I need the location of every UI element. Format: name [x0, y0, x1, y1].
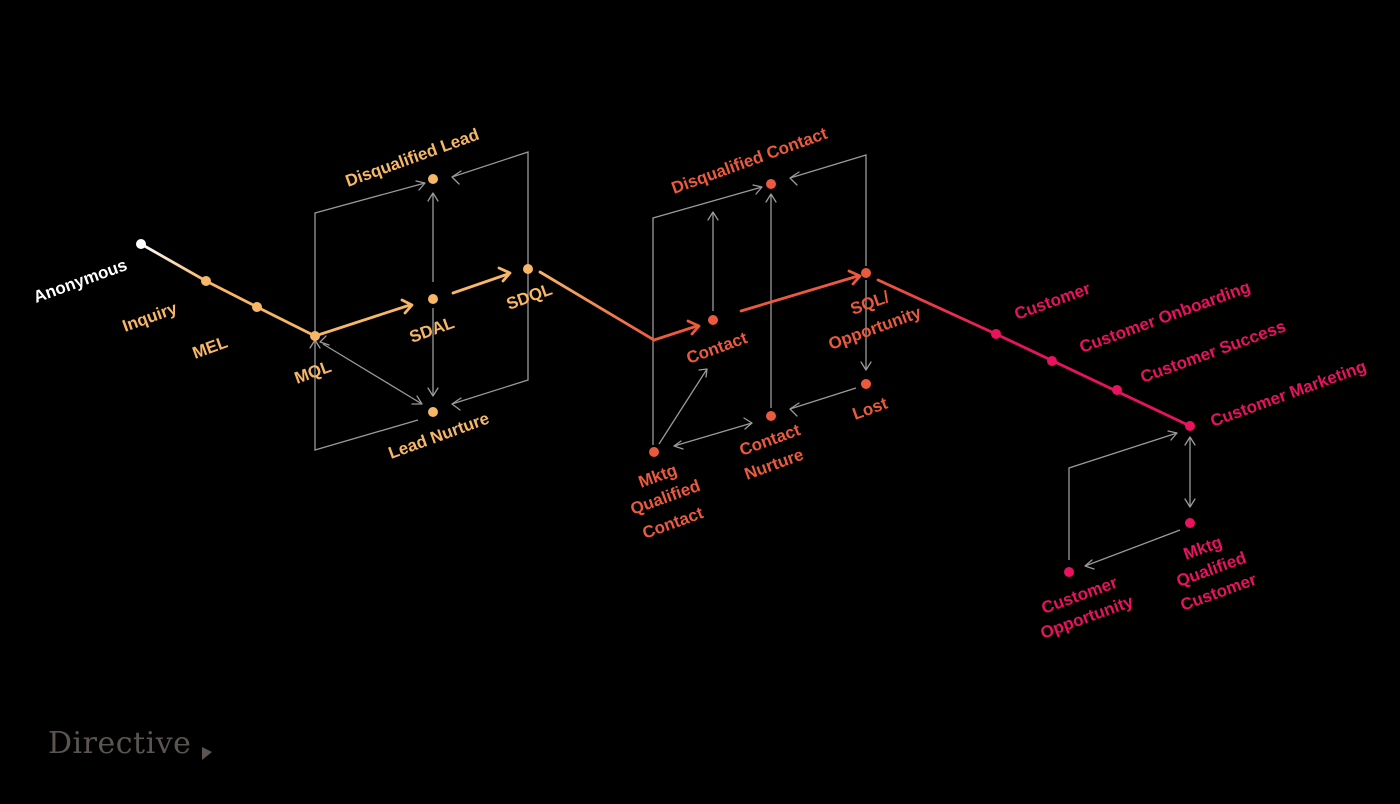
path-to-contact — [652, 324, 699, 342]
node-customer-marketing — [1185, 421, 1195, 431]
label-inquiry: Inquiry — [120, 298, 180, 335]
node-contact-nurture — [766, 411, 776, 421]
node-disqualified-lead — [428, 174, 438, 184]
connector-arrowheads — [309, 170, 1196, 570]
arrowhead — [860, 361, 872, 371]
node-lead-nurture — [428, 407, 438, 417]
connector-sql-to-disqualified-contact — [789, 154, 867, 266]
node-sql — [861, 268, 871, 278]
arrowhead — [1084, 559, 1095, 570]
node-inquiry — [201, 276, 211, 286]
node-mktg-qualified-contact — [649, 447, 659, 457]
arrowhead — [427, 387, 439, 397]
connector-mqc-contact-nurture — [673, 422, 753, 447]
connector-customer-opp-to-marketing — [1068, 432, 1178, 560]
node-customer-opportunity — [1064, 567, 1074, 577]
arrowhead — [743, 417, 753, 430]
path-sdql-contact-segment — [538, 270, 656, 342]
connector-mq-customer-to-customer-opp — [1084, 529, 1181, 567]
arrowhead — [698, 368, 708, 378]
arrowhead — [451, 397, 462, 411]
label-sdql: SDQL — [504, 280, 555, 314]
connector-lost-to-contact-nurture — [789, 387, 857, 410]
path-anonymous-inquiry — [139, 242, 208, 283]
path-mql-sdal — [313, 303, 412, 338]
logo-text: Directive — [48, 726, 191, 761]
label-lost: Lost — [850, 394, 891, 424]
path-customer-marketing — [994, 332, 1192, 428]
label-contact: Contact — [684, 328, 750, 368]
node-mel — [252, 302, 262, 312]
arrowhead — [319, 335, 330, 346]
path-contact-sql — [739, 274, 860, 313]
path-sdal-sdql — [451, 272, 510, 295]
arrowhead — [789, 402, 800, 417]
arrowhead — [427, 192, 439, 202]
arrowhead — [789, 171, 800, 186]
path-mel-mql — [255, 305, 317, 338]
connector-mqc-to-disqualified-contact — [652, 186, 763, 445]
label-anonymous: Anonymous — [31, 255, 130, 306]
node-contact — [708, 315, 718, 325]
arrowhead — [847, 269, 862, 286]
node-anonymous — [136, 239, 146, 249]
connector-mqc-to-contact — [658, 368, 708, 445]
arrowhead — [415, 180, 426, 191]
connector-lead-nurture-to-mql-box — [314, 340, 419, 451]
node-mktg-qualified-customer — [1185, 518, 1195, 528]
main-path — [139, 242, 1192, 428]
arrowhead — [497, 266, 512, 283]
label-customer: Customer — [1012, 279, 1093, 324]
arrowhead — [686, 319, 701, 336]
node-lost — [861, 379, 871, 389]
node-customer — [991, 329, 1001, 339]
label-disqualified-contact: Disqualified Contact — [669, 124, 830, 198]
arrowhead — [765, 193, 777, 203]
node-sdal — [428, 294, 438, 304]
arrowhead — [752, 184, 763, 195]
connector-sdql-to-lead-nurture — [451, 272, 529, 405]
arrowhead — [1184, 436, 1196, 446]
label-mql: MQL — [292, 357, 334, 388]
label-lead-nurture: Lead Nurture — [386, 409, 492, 463]
arrowhead — [451, 170, 462, 185]
path-inquiry-mel — [204, 279, 259, 309]
label-mel: MEL — [190, 333, 230, 363]
connector-sdql-to-disqualified-lead — [451, 151, 529, 269]
directive-logo: Directive — [48, 726, 212, 761]
label-customer-marketing: Customer Marketing — [1208, 357, 1369, 431]
node-sdql — [523, 264, 533, 274]
label-disqualified-lead: Disqualified Lead — [343, 125, 482, 191]
arrowhead — [1167, 430, 1178, 441]
arrowhead — [673, 440, 684, 450]
label-sdal: SDAL — [407, 313, 457, 347]
node-customer-onboarding — [1047, 356, 1057, 366]
arrowhead — [411, 395, 423, 405]
connector-mql-to-lead-nurture — [322, 343, 423, 405]
arrowhead — [1184, 498, 1196, 508]
logo-arrow-icon — [202, 747, 212, 760]
nodes — [136, 174, 1195, 577]
path-sql-customer — [876, 278, 998, 336]
connector-lines — [314, 151, 1191, 567]
arrowhead — [400, 298, 414, 315]
main-arrowheads — [400, 266, 862, 336]
node-disqualified-contact — [766, 179, 776, 189]
node-customer-success — [1112, 385, 1122, 395]
arrowhead — [707, 211, 719, 221]
connector-mql-to-disqualified-lead — [314, 182, 426, 335]
node-mql — [310, 331, 320, 341]
labels: Anonymous Inquiry MEL MQL SDAL SDQL Disq… — [31, 124, 1369, 643]
